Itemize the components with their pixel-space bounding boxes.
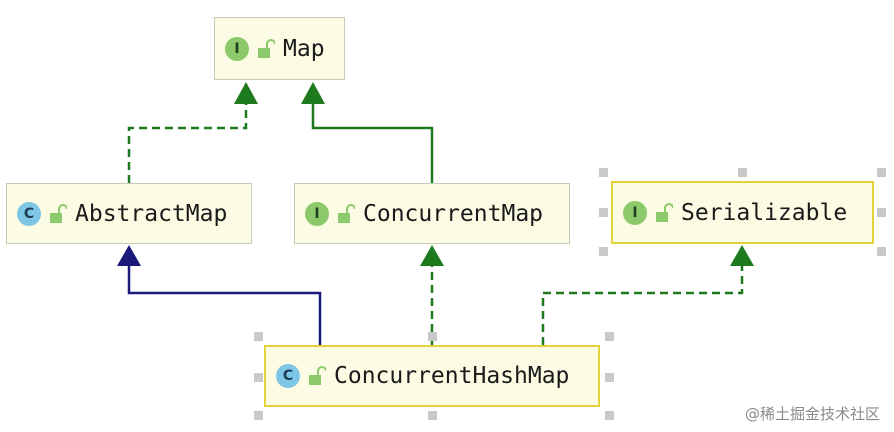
resize-handle[interactable] <box>877 247 886 256</box>
unlock-icon <box>50 203 67 223</box>
resize-handle[interactable] <box>254 373 263 382</box>
resize-handle[interactable] <box>605 411 614 420</box>
unlock-icon <box>338 203 355 223</box>
resize-handle[interactable] <box>254 411 263 420</box>
resize-handle[interactable] <box>428 411 437 420</box>
interface-icon: I <box>623 200 647 225</box>
node-concurrent-map[interactable]: I ConcurrentMap <box>294 183 570 244</box>
class-icon: C <box>276 364 300 388</box>
interface-icon: I <box>305 201 329 226</box>
resize-handle[interactable] <box>599 168 608 177</box>
node-concurrent-hash-map[interactable]: C ConcurrentHashMap <box>264 345 600 407</box>
node-map[interactable]: I Map <box>214 17 345 80</box>
resize-handle[interactable] <box>738 168 747 177</box>
unlock-icon <box>309 366 326 385</box>
resize-handle[interactable] <box>605 373 614 382</box>
interface-icon: I <box>225 36 249 61</box>
node-label: ConcurrentHashMap <box>334 363 570 389</box>
edge-concurrenthashmap-to-serializable <box>541 245 754 345</box>
resize-handle[interactable] <box>605 332 614 341</box>
edge-concurrenthashmap-to-concurrentmap <box>420 245 444 345</box>
node-label: Serializable <box>681 199 848 226</box>
resize-handle[interactable] <box>599 208 608 217</box>
resize-handle[interactable] <box>428 332 437 341</box>
unlock-icon <box>656 202 673 222</box>
node-label: AbstractMap <box>75 200 228 227</box>
node-label: Map <box>283 35 325 62</box>
node-label: ConcurrentMap <box>363 200 544 227</box>
unlock-icon <box>258 38 275 58</box>
node-abstract-map[interactable]: C AbstractMap <box>6 183 252 244</box>
edge-concurrenthashmap-to-abstractmap <box>117 245 322 345</box>
node-serializable[interactable]: I Serializable <box>611 181 874 244</box>
edge-concurrentmap-to-map <box>301 82 434 183</box>
resize-handle[interactable] <box>599 247 608 256</box>
edge-abstractmap-to-map <box>127 82 258 183</box>
watermark: @稀土掘金技术社区 <box>744 405 880 423</box>
class-icon: C <box>17 201 41 226</box>
resize-handle[interactable] <box>877 168 886 177</box>
resize-handle[interactable] <box>877 208 886 217</box>
resize-handle[interactable] <box>254 332 263 341</box>
